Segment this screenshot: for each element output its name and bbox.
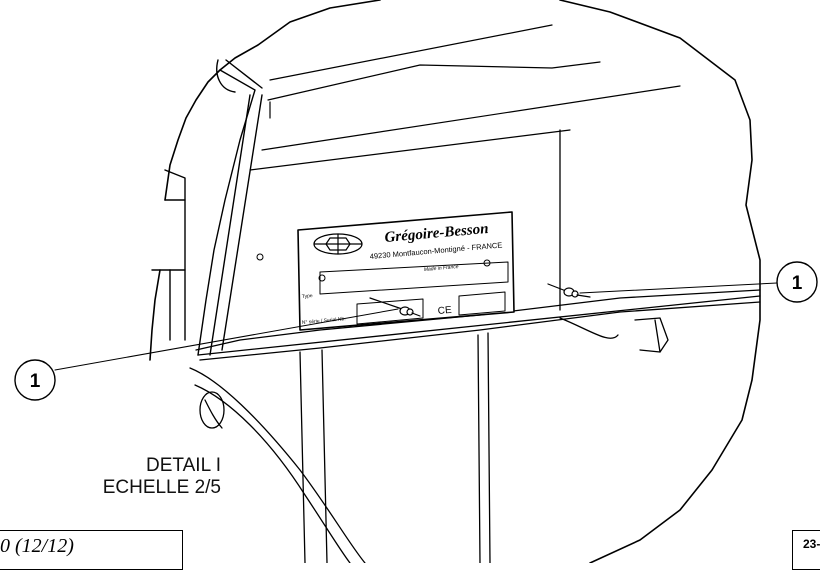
detail-circle-outline bbox=[149, 0, 761, 563]
nameplate: Grégoire-Besson 49230 Montfaucon-Montign… bbox=[256, 211, 515, 331]
callout-1-right: 1 bbox=[776, 261, 818, 303]
lower-frame bbox=[189, 332, 491, 563]
ce-mark: CE bbox=[437, 305, 452, 317]
callout-leaders bbox=[54, 282, 778, 371]
ce-field bbox=[458, 291, 506, 316]
brand-logo bbox=[313, 233, 363, 255]
detail-scale: ECHELLE 2/5 bbox=[102, 477, 221, 498]
left-frame bbox=[151, 59, 263, 356]
made-in-text: Made in France bbox=[424, 264, 459, 273]
callout-1-left: 1 bbox=[14, 359, 56, 401]
serial-label: N° série / Serial Nb. bbox=[302, 316, 346, 326]
pin-left bbox=[369, 297, 421, 317]
top-beam bbox=[249, 24, 681, 171]
rivet-hole bbox=[256, 253, 264, 261]
pin-right bbox=[547, 283, 591, 298]
callout-number: 1 bbox=[30, 371, 41, 392]
detail-label: DETAIL I bbox=[146, 455, 221, 476]
serial-field bbox=[356, 298, 424, 325]
machine-plate bbox=[195, 129, 761, 361]
document-reference: 23- bbox=[803, 537, 820, 551]
callout-number: 1 bbox=[792, 273, 803, 294]
type-label: Type bbox=[302, 293, 314, 300]
right-bracket bbox=[559, 317, 669, 353]
page-reference: 0 (12/12) bbox=[0, 535, 74, 557]
type-field bbox=[319, 261, 509, 295]
detail-title: DETAIL I ECHELLE 2/5 bbox=[103, 455, 221, 499]
rivet-hole bbox=[318, 274, 326, 282]
